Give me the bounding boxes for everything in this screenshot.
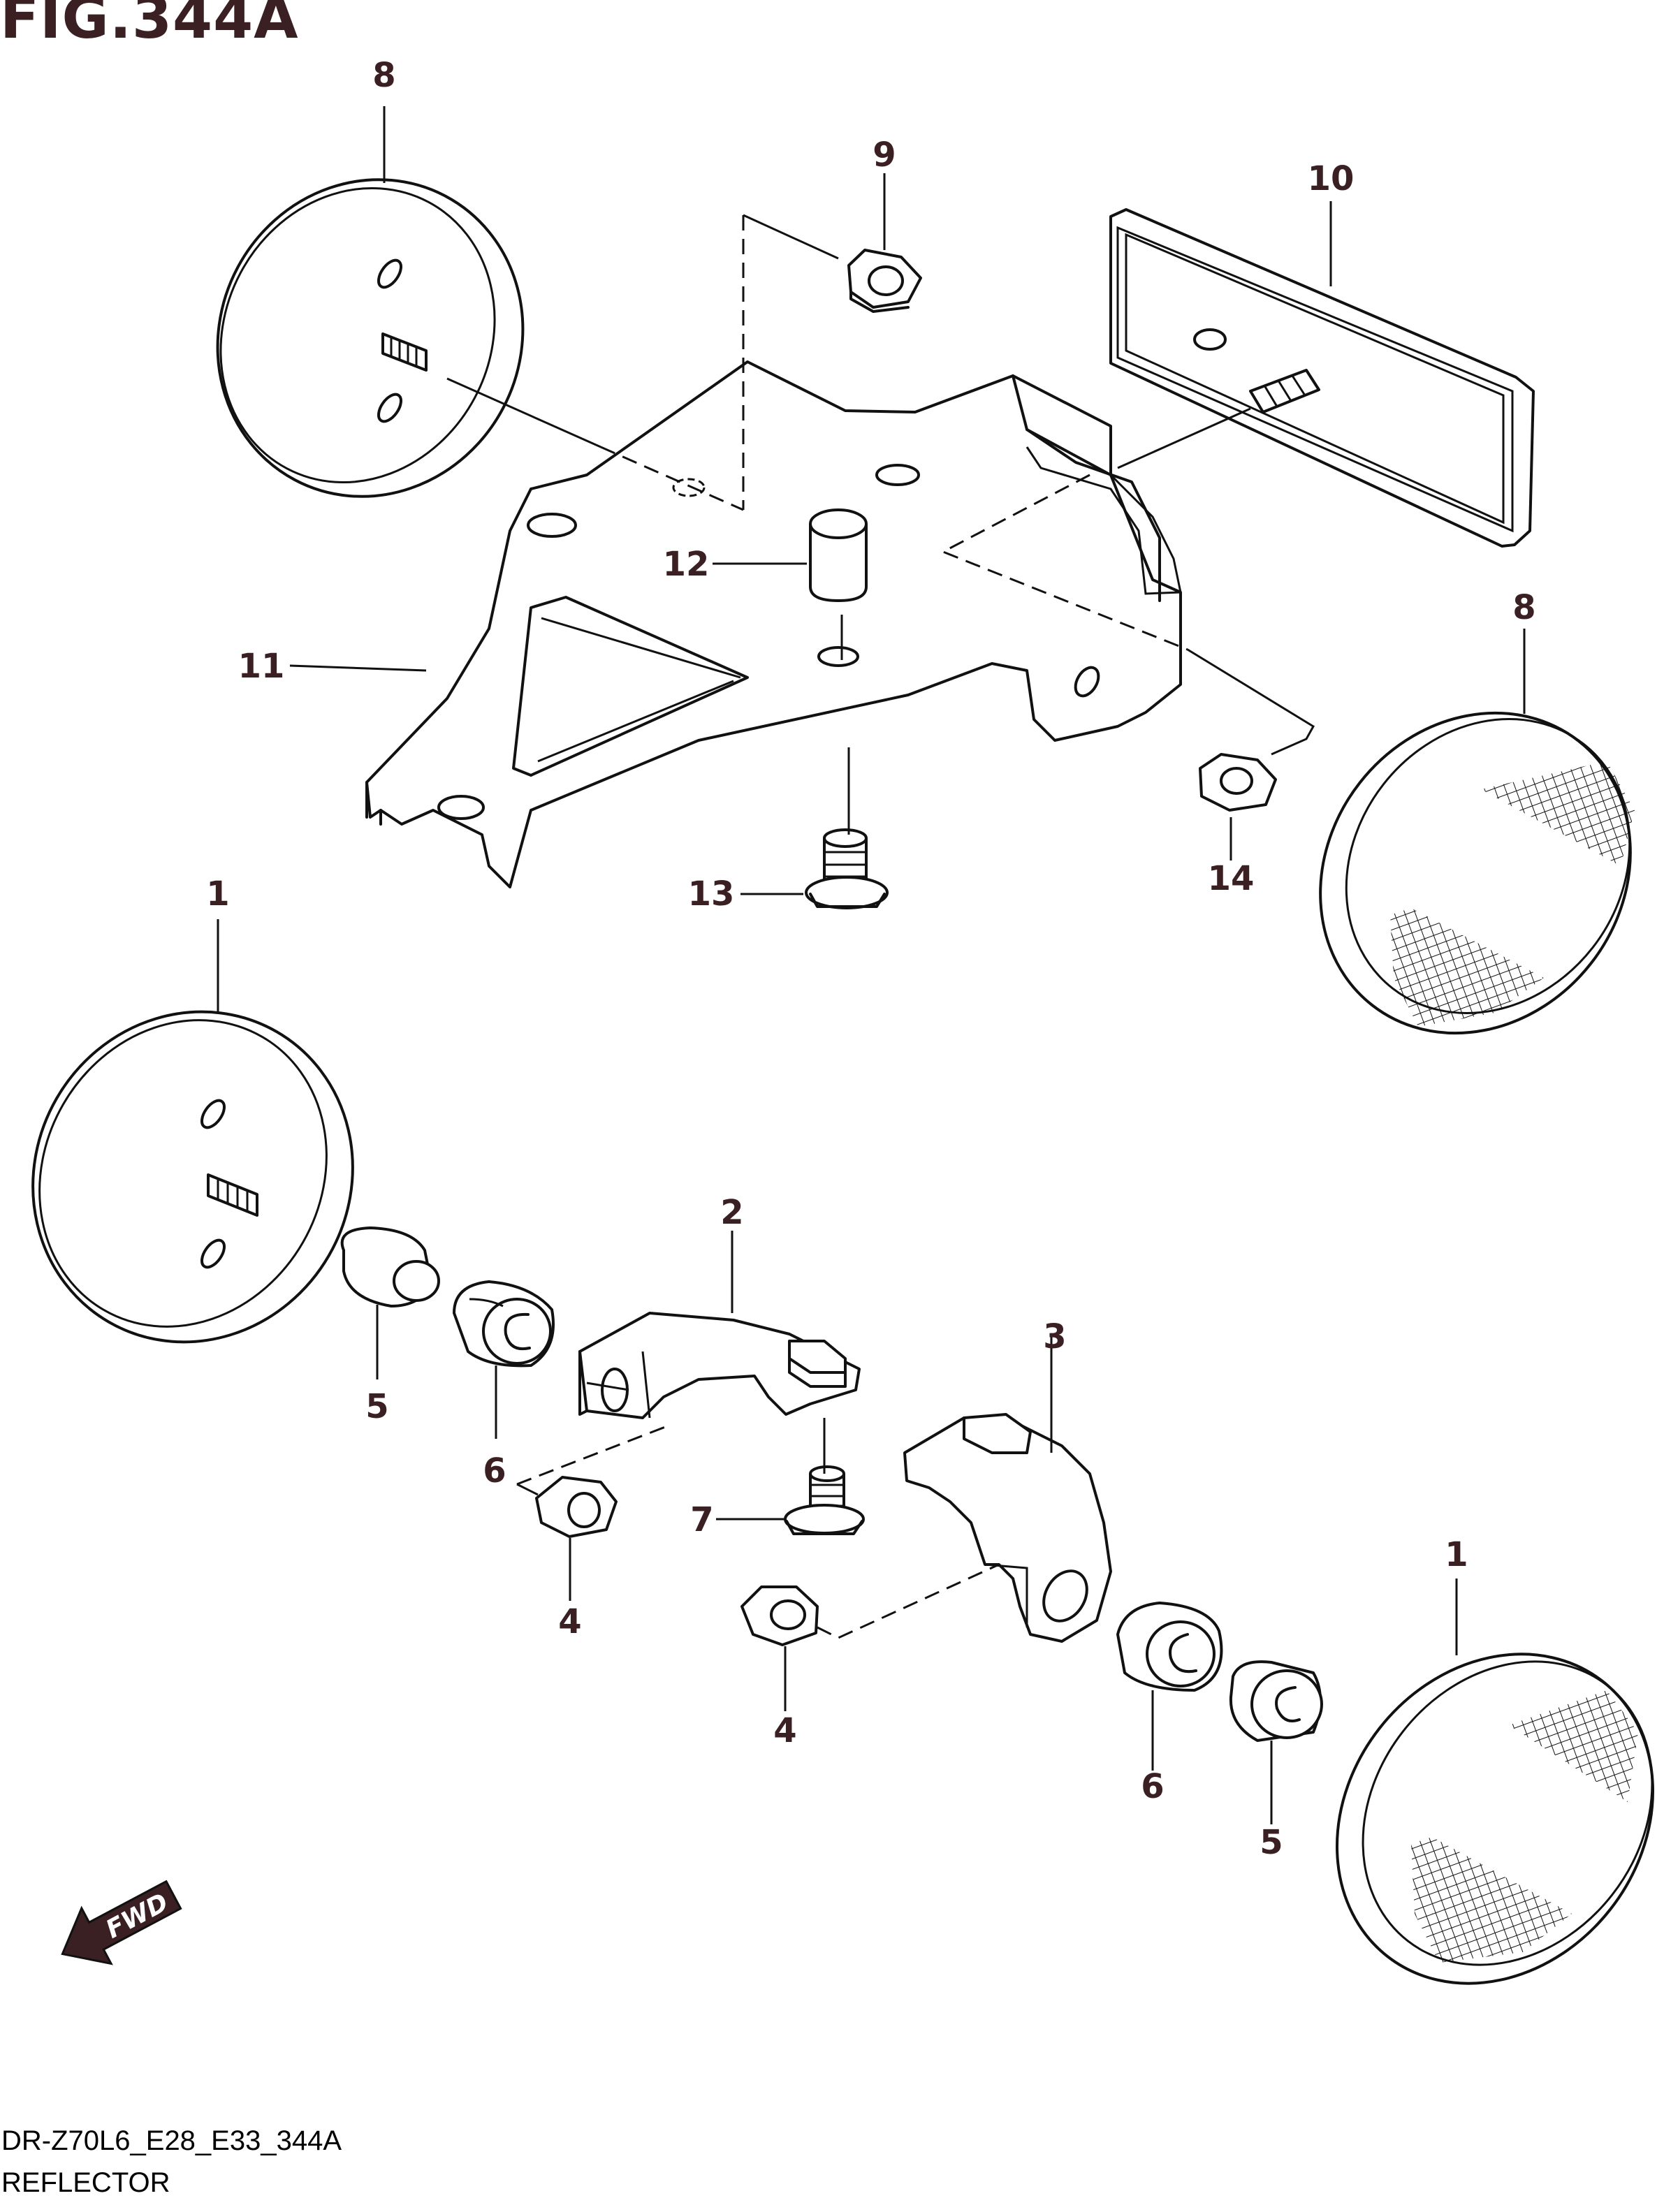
reflector-1-front xyxy=(1336,1653,1654,1985)
stay-2 xyxy=(578,1312,861,1419)
cushion-6-right xyxy=(1116,1602,1223,1692)
reflector-8-front xyxy=(1319,711,1635,1035)
label-8-right: 8 xyxy=(1512,588,1535,627)
reflector-10 xyxy=(1109,208,1535,548)
nut-4-left xyxy=(535,1476,618,1538)
label-4-mid: 4 xyxy=(773,1711,796,1750)
assembly-lines xyxy=(446,214,1315,1639)
nut-14 xyxy=(1199,753,1277,812)
grommet-5-left xyxy=(340,1226,440,1308)
nut-9 xyxy=(847,249,922,313)
label-14: 14 xyxy=(1208,859,1255,898)
label-5-right: 5 xyxy=(1260,1823,1283,1862)
label-12: 12 xyxy=(663,545,710,584)
label-4-left: 4 xyxy=(558,1602,581,1641)
label-7: 7 xyxy=(690,1500,713,1539)
reflector-1-back xyxy=(31,1010,354,1344)
label-13: 13 xyxy=(688,874,735,914)
label-2: 2 xyxy=(720,1193,743,1232)
callout-leaders xyxy=(217,106,1526,1824)
cushion-6-left xyxy=(453,1280,555,1368)
forward-arrow-icon xyxy=(61,1880,182,1965)
figure-name: REFLECTOR xyxy=(1,2167,170,2198)
label-1-left: 1 xyxy=(206,874,229,914)
grommet-5-right xyxy=(1229,1660,1323,1742)
label-6-left: 6 xyxy=(483,1451,506,1490)
callout-labels: 8 9 10 12 11 8 13 14 1 2 3 5 6 7 4 4 6 5… xyxy=(206,56,1535,1862)
bolt-7 xyxy=(784,1465,865,1535)
bolt-13 xyxy=(805,828,889,909)
label-3: 3 xyxy=(1043,1317,1066,1356)
reflector-8-back xyxy=(216,178,525,498)
forward-direction-indicator: FWD xyxy=(61,1880,182,1965)
collar-12 xyxy=(809,508,868,602)
nut-4-mid xyxy=(740,1585,819,1646)
figure-title: FIG.344A xyxy=(0,0,299,52)
stay-3 xyxy=(903,1413,1112,1643)
label-11: 11 xyxy=(238,647,285,686)
label-8-top: 8 xyxy=(372,56,395,95)
bracket-11 xyxy=(365,360,1182,888)
label-1-right: 1 xyxy=(1445,1535,1468,1574)
label-9: 9 xyxy=(873,135,896,175)
label-10: 10 xyxy=(1308,159,1355,198)
model-code: DR-Z70L6_E28_E33_344A xyxy=(1,2125,342,2156)
label-5-left: 5 xyxy=(365,1387,388,1426)
label-6-right: 6 xyxy=(1141,1767,1164,1806)
